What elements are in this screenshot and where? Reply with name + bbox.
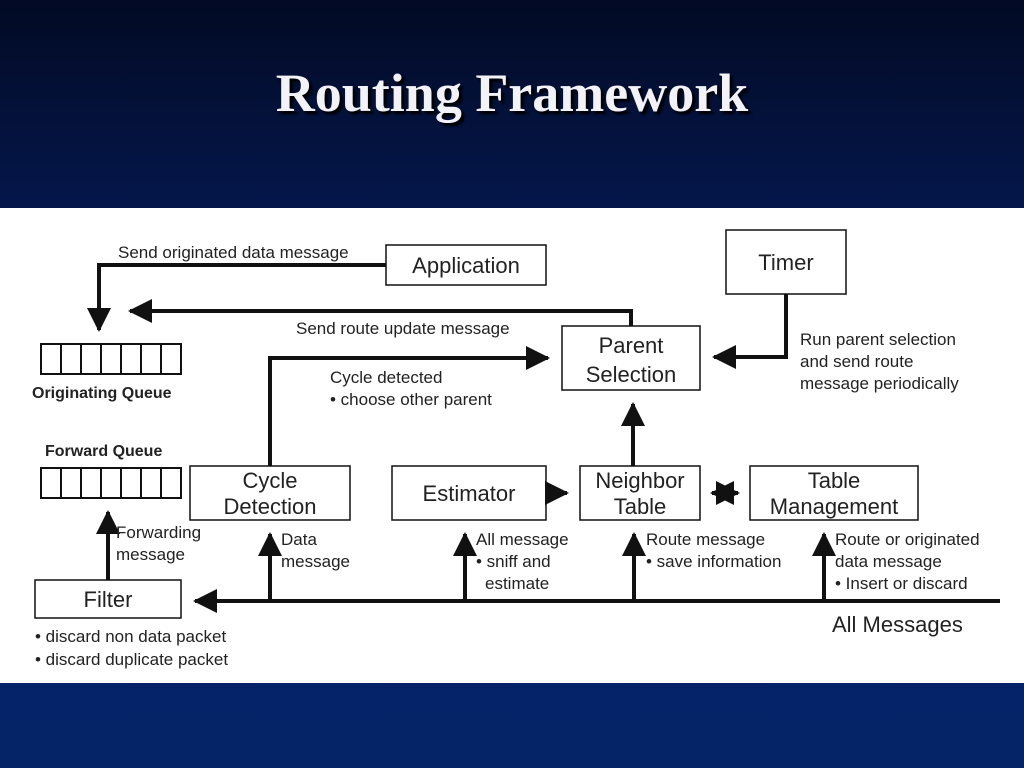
- note-filter-line2: • discard duplicate packet: [35, 650, 228, 669]
- note-filter-line1: • discard non data packet: [35, 627, 226, 646]
- application-box: Application: [385, 244, 547, 286]
- originating-queue: Originating Queue: [32, 343, 182, 402]
- neighbor-table-box: Neighbor Table: [579, 465, 701, 521]
- neighbor-table-label-line1: Neighbor: [595, 468, 684, 493]
- note-run-parent-line2: and send route: [800, 352, 913, 371]
- note-data-message-line1: Data: [281, 530, 317, 549]
- note-data-message-line2: message: [281, 552, 350, 571]
- note-route-originated-line2: data message: [835, 552, 942, 571]
- all-messages-label: All Messages: [832, 612, 963, 637]
- note-forwarding-line1: Forwarding: [116, 523, 201, 542]
- filter-box: Filter: [34, 579, 182, 619]
- note-forwarding-line2: message: [116, 545, 185, 564]
- forward-queue: Forward Queue: [40, 443, 182, 499]
- timer-label: Timer: [758, 250, 813, 275]
- timer-box: Timer: [725, 229, 847, 295]
- slide-title: Routing Framework: [275, 63, 749, 123]
- note-cycle-detected-line2: • choose other parent: [330, 390, 492, 409]
- parent-selection-label-line1: Parent: [599, 333, 664, 358]
- note-run-parent-line1: Run parent selection: [800, 330, 956, 349]
- arrow-cycle-detection-to-parent-selection: [268, 346, 550, 466]
- note-send-originated: Send originated data message: [118, 243, 349, 262]
- note-route-originated-line1: Route or originated: [835, 530, 980, 549]
- parent-selection-label-line2: Selection: [586, 362, 677, 387]
- cycle-detection-label-line1: Cycle: [242, 468, 297, 493]
- arrow-timer-to-parent-selection: [712, 294, 788, 369]
- originating-queue-label: Originating Queue: [32, 385, 172, 402]
- note-route-message-line1: Route message: [646, 530, 765, 549]
- note-all-message-line3: estimate: [485, 574, 549, 593]
- diagram-panel: Application Timer Parent Selection Cycle…: [0, 208, 1024, 683]
- routing-diagram: Application Timer Parent Selection Cycle…: [32, 229, 1000, 669]
- forward-queue-label: Forward Queue: [45, 443, 162, 460]
- neighbor-table-label-line2: Table: [614, 494, 667, 519]
- note-all-message-line1: All message: [476, 530, 569, 549]
- arrow-parent-selection-to-originating-queue: [128, 299, 633, 326]
- table-management-box: Table Management: [749, 465, 919, 521]
- filter-label: Filter: [84, 587, 133, 612]
- note-cycle-detected-line1: Cycle detected: [330, 368, 442, 387]
- parent-selection-box: Parent Selection: [561, 325, 701, 391]
- note-route-originated-line3: • Insert or discard: [835, 574, 968, 593]
- table-management-label-line2: Management: [770, 494, 898, 519]
- table-management-label-line1: Table: [808, 468, 861, 493]
- note-run-parent-line3: message periodically: [800, 374, 959, 393]
- estimator-label: Estimator: [423, 481, 516, 506]
- note-all-message-line2: • sniff and: [476, 552, 551, 571]
- cycle-detection-box: Cycle Detection: [189, 465, 351, 521]
- cycle-detection-label-line2: Detection: [224, 494, 317, 519]
- note-route-message-line2: • save information: [646, 552, 781, 571]
- note-send-route-update: Send route update message: [296, 319, 510, 338]
- estimator-box: Estimator: [391, 465, 547, 521]
- arrow-application-to-originating-queue: [87, 263, 386, 332]
- application-label: Application: [412, 253, 520, 278]
